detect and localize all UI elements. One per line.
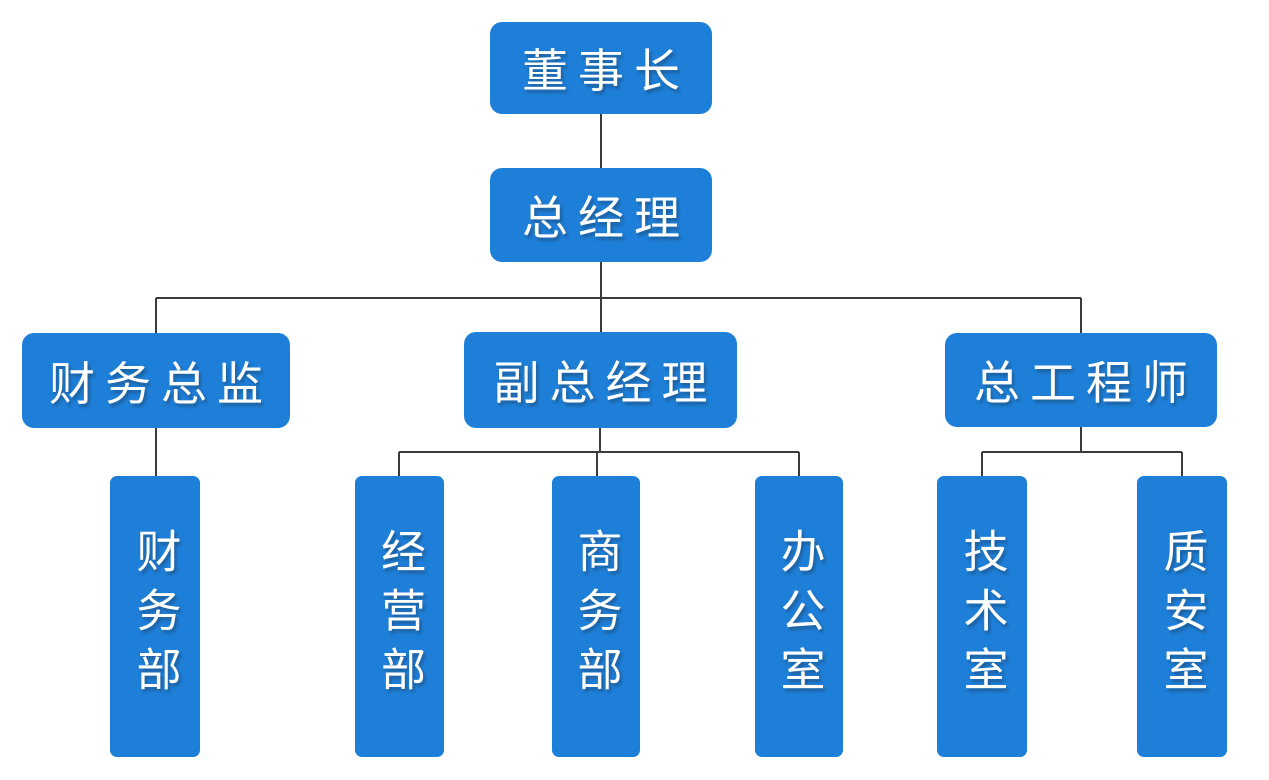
node-general-manager-label: 总经理 bbox=[522, 192, 690, 244]
node-general-manager: 总经理 bbox=[490, 168, 712, 262]
node-chairman: 董事长 bbox=[490, 22, 712, 114]
node-commerce-dept-label: 商务部 bbox=[570, 528, 622, 705]
node-technical-office: 技术室 bbox=[937, 476, 1027, 757]
node-chief-engineer: 总工程师 bbox=[945, 333, 1217, 427]
node-chairman-label: 董事长 bbox=[522, 45, 690, 97]
node-deputy-general-manager: 副总经理 bbox=[464, 332, 737, 428]
node-finance-dept: 财务部 bbox=[110, 476, 200, 757]
node-deputy-general-manager-label: 副总经理 bbox=[493, 357, 718, 409]
node-chief-engineer-label: 总工程师 bbox=[974, 357, 1198, 409]
node-finance-dept-label: 财务部 bbox=[129, 528, 181, 705]
node-operations-dept: 经营部 bbox=[355, 476, 444, 757]
node-technical-office-label: 技术室 bbox=[956, 528, 1008, 705]
node-quality-safety-office: 质安室 bbox=[1137, 476, 1227, 757]
node-finance-director: 财务总监 bbox=[22, 333, 290, 428]
node-office-label: 办公室 bbox=[773, 528, 825, 705]
node-quality-safety-office-label: 质安室 bbox=[1156, 528, 1208, 705]
node-commerce-dept: 商务部 bbox=[552, 476, 640, 757]
node-operations-dept-label: 经营部 bbox=[374, 528, 425, 705]
node-office: 办公室 bbox=[755, 476, 843, 757]
node-finance-director-label: 财务总监 bbox=[49, 357, 273, 410]
